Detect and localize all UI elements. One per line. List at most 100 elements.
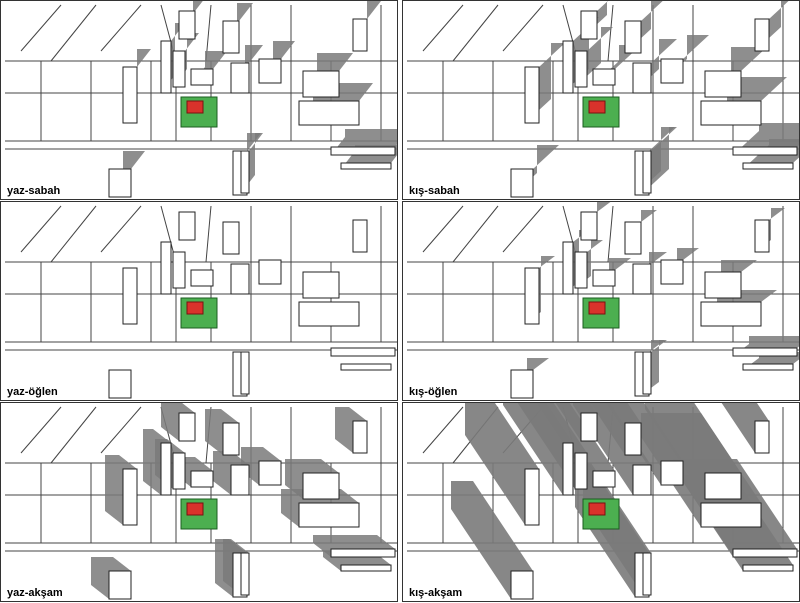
site-plan-drawing [407, 403, 799, 600]
building-shadow [593, 45, 641, 85]
building [340, 564, 392, 572]
building [190, 470, 214, 488]
building [742, 363, 794, 371]
building [574, 452, 588, 490]
building-shadow [241, 447, 281, 485]
building [592, 68, 616, 86]
building [172, 251, 186, 289]
buildings [510, 211, 798, 399]
building-shadow [705, 47, 767, 97]
site-plan-drawing [407, 1, 799, 198]
shadow-panel-kış-akşam: kış-akşam [402, 402, 800, 602]
building [172, 452, 186, 490]
building [562, 442, 574, 496]
building [222, 20, 240, 54]
building-shadow [593, 258, 631, 286]
building [258, 58, 282, 84]
panel-label: kış-akşam [407, 587, 465, 599]
building [240, 552, 250, 596]
building [298, 502, 360, 528]
site-plan-drawing [407, 202, 799, 399]
building [624, 221, 642, 255]
building [700, 502, 762, 528]
building-shadow [331, 129, 397, 155]
panel-label: yaz-akşam [5, 587, 65, 599]
building [510, 570, 534, 600]
building-shadow [259, 41, 295, 83]
building [190, 269, 214, 287]
building [178, 412, 196, 442]
building [222, 221, 240, 255]
shadow-panel-yaz-sabah: yaz-sabah [0, 0, 398, 200]
building-shadow [451, 481, 533, 599]
building [704, 472, 742, 500]
building [574, 50, 588, 88]
building [700, 301, 762, 327]
site-plan-drawing [5, 1, 397, 198]
building [592, 470, 616, 488]
building [580, 10, 598, 40]
site-plan-icon [180, 96, 218, 128]
site-plan-icon [582, 96, 620, 128]
building [108, 570, 132, 600]
building [330, 347, 396, 357]
shadow-panel-yaz-akşam: yaz-akşam [0, 402, 398, 602]
building [562, 40, 574, 94]
buildings [108, 211, 396, 399]
building [580, 211, 598, 241]
building-shadow [205, 409, 239, 455]
building [340, 162, 392, 170]
building [704, 70, 742, 98]
building [340, 363, 392, 371]
building [258, 460, 282, 486]
building [660, 460, 684, 486]
building [754, 420, 770, 454]
building [632, 464, 652, 496]
building [108, 168, 132, 198]
building [732, 548, 798, 558]
building [524, 468, 540, 526]
building [230, 263, 250, 295]
building [632, 62, 652, 94]
shadow-panel-kış-öğlen: kış-öğlen [402, 201, 800, 401]
building-shadow [701, 290, 777, 326]
building [178, 211, 196, 241]
site-plan-drawing [5, 205, 397, 399]
building [632, 263, 652, 295]
site-plan-icon [180, 498, 218, 530]
site-plan-icon [582, 498, 620, 530]
shadow-panel-kış-sabah: kış-sabah [402, 0, 800, 200]
building [230, 464, 250, 496]
building [660, 259, 684, 285]
buildings [108, 10, 396, 198]
panel-label: yaz-sabah [5, 185, 63, 197]
building [160, 40, 172, 94]
building-shadow [465, 403, 539, 525]
building [122, 66, 138, 124]
shadow-panel-yaz-öğlen: yaz-öğlen [0, 201, 398, 401]
building [172, 50, 186, 88]
building [524, 66, 540, 124]
building-shadow [335, 407, 367, 453]
building [160, 241, 172, 295]
building [754, 219, 770, 253]
building [742, 162, 794, 170]
buildings [108, 412, 396, 600]
building [190, 68, 214, 86]
building [524, 267, 540, 325]
building-shadow [721, 403, 769, 453]
building [230, 62, 250, 94]
building [510, 168, 534, 198]
building [754, 18, 770, 52]
building [580, 412, 598, 442]
building [258, 259, 282, 285]
building-shadow [537, 403, 615, 487]
building [592, 269, 616, 287]
building [298, 100, 360, 126]
building-shadow [191, 51, 227, 85]
building [302, 472, 340, 500]
building [302, 70, 340, 98]
panel-label: yaz-öğlen [5, 386, 60, 398]
road-network [407, 205, 799, 351]
